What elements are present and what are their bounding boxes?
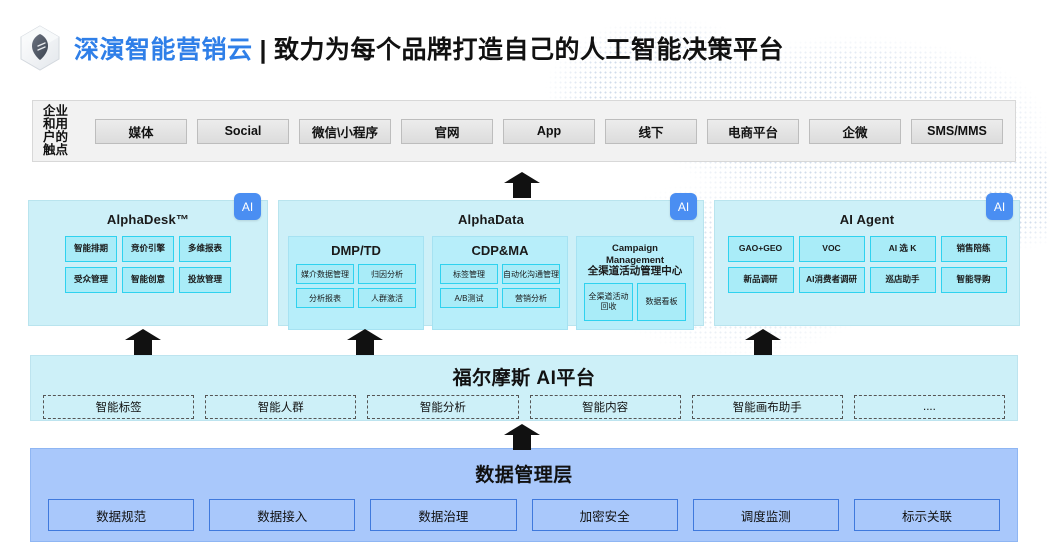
ai-agent-cell[interactable]: 智能导购 bbox=[940, 267, 1007, 293]
subpanel-dmp-td[interactable]: DMP/TD 媒介数据管理 归因分析 分析报表 人群激活 bbox=[288, 236, 424, 330]
subpanel-cdp-ma[interactable]: CDP&MA 标签管理 自动化沟通管理 A/B测试 营销分析 bbox=[432, 236, 568, 330]
campaign-cell-grid: 全渠道活动回收 数据看板 bbox=[584, 282, 686, 321]
touchpoints-list: 媒体 Social 微信\小程序 官网 App 线下 电商平台 企微 SMS/M… bbox=[89, 118, 1015, 144]
data-management-chip[interactable]: 标示关联 bbox=[853, 499, 1001, 531]
holmes-capability-list: 智能标签 智能人群 智能分析 智能内容 智能画布助手 .... bbox=[31, 395, 1017, 419]
touchpoints-label: 企业 和用 户的 触点 bbox=[43, 105, 89, 157]
subpanel-title-campaign: Campaign Management 全渠道活动管理中心 bbox=[584, 243, 686, 278]
ai-agent-cell[interactable]: AI 选 K bbox=[869, 236, 936, 262]
data-management-chip[interactable]: 数据治理 bbox=[370, 499, 517, 531]
alphadesk-cell-grid: 智能排期 竞价引擎 多维报表 受众管理 智能创意 投放管理 bbox=[29, 236, 267, 293]
data-management-title: 数据管理层 bbox=[475, 465, 573, 486]
alphadesk-cell[interactable]: 智能创意 bbox=[122, 267, 174, 293]
ai-agent-cell[interactable]: GAO+GEO bbox=[727, 236, 794, 262]
product-layer: AI AlphaDesk™ 智能排期 竞价引擎 多维报表 受众管理 智能创意 投… bbox=[28, 193, 1020, 330]
holmes-title: 福尔摩斯 AI平台 bbox=[452, 368, 596, 389]
data-management-list: 数据规范 数据接入 数据治理 加密安全 调度监测 标示关联 bbox=[31, 499, 1017, 531]
dmp-cell[interactable]: 人群激活 bbox=[358, 288, 416, 308]
dmp-cell-grid: 媒介数据管理 归因分析 分析报表 人群激活 bbox=[296, 264, 416, 308]
touchpoints-band: 企业 和用 户的 触点 媒体 Social 微信\小程序 官网 App 线下 电… bbox=[32, 100, 1016, 162]
data-management-chip[interactable]: 数据接入 bbox=[209, 499, 356, 531]
up-arrow-icon bbox=[504, 424, 540, 450]
alphadesk-cell[interactable]: 竞价引擎 bbox=[122, 236, 174, 262]
data-management-chip[interactable]: 数据规范 bbox=[48, 499, 195, 531]
up-arrow-icon bbox=[347, 329, 383, 355]
cdp-cell[interactable]: A/B测试 bbox=[440, 288, 498, 308]
panel-title-alphadesk: AlphaDesk™ bbox=[106, 212, 190, 227]
ai-agent-cell-grid: GAO+GEO VOC AI 选 K 销售陪练 新品调研 AI消费者调研 巡店助… bbox=[715, 236, 1019, 293]
cdp-cell[interactable]: 标签管理 bbox=[440, 264, 498, 284]
ai-agent-cell[interactable]: VOC bbox=[798, 236, 865, 262]
subpanel-campaign-management[interactable]: Campaign Management 全渠道活动管理中心 全渠道活动回收 数据… bbox=[576, 236, 694, 330]
data-management-chip[interactable]: 调度监测 bbox=[692, 499, 839, 531]
up-arrow-icon bbox=[745, 329, 781, 355]
up-arrow-icon bbox=[125, 329, 161, 355]
dmp-cell[interactable]: 归因分析 bbox=[358, 264, 416, 284]
touchpoint-chip[interactable]: 官网 bbox=[401, 118, 493, 144]
subpanel-title-dmp: DMP/TD bbox=[331, 243, 381, 258]
campaign-title-en: Campaign Management bbox=[605, 243, 665, 266]
touchpoint-chip[interactable]: 媒体 bbox=[95, 118, 187, 144]
ai-badge: AI bbox=[986, 193, 1013, 220]
brand-title: 深演智能营销云 bbox=[74, 36, 253, 64]
subpanel-title-cdp: CDP&MA bbox=[471, 243, 529, 258]
touchpoint-chip[interactable]: 企微 bbox=[809, 118, 901, 144]
alphadesk-cell[interactable]: 投放管理 bbox=[179, 267, 231, 293]
cdp-cell[interactable]: 营销分析 bbox=[502, 288, 560, 308]
panel-title-alphadata: AlphaData bbox=[457, 212, 525, 227]
campaign-cell[interactable]: 数据看板 bbox=[637, 282, 686, 321]
touchpoint-chip[interactable]: 微信\小程序 bbox=[299, 118, 391, 144]
touchpoints-label-line-3: 户的 bbox=[43, 130, 69, 144]
cdp-cell-grid: 标签管理 自动化沟通管理 A/B测试 营销分析 bbox=[440, 264, 560, 308]
data-management-chip[interactable]: 加密安全 bbox=[531, 499, 678, 531]
holmes-capability-chip[interactable]: 智能分析 bbox=[367, 395, 519, 419]
touchpoints-label-line-2: 和用 bbox=[43, 117, 69, 131]
page-title: 深演智能营销云 | 致力为每个品牌打造自己的人工智能决策平台 bbox=[74, 30, 784, 66]
holmes-ai-platform-layer: 福尔摩斯 AI平台 智能标签 智能人群 智能分析 智能内容 智能画布助手 ...… bbox=[30, 355, 1018, 421]
ai-agent-cell[interactable]: 销售陪练 bbox=[940, 236, 1007, 262]
ai-agent-cell[interactable]: 巡店助手 bbox=[869, 267, 936, 293]
ai-badge: AI bbox=[234, 193, 261, 220]
campaign-title-cn: 全渠道活动管理中心 bbox=[587, 265, 683, 277]
holmes-capability-chip[interactable]: 智能人群 bbox=[205, 395, 357, 419]
panel-alphadesk[interactable]: AI AlphaDesk™ 智能排期 竞价引擎 多维报表 受众管理 智能创意 投… bbox=[28, 193, 268, 326]
up-arrow-icon bbox=[504, 172, 540, 198]
panel-title-ai-agent: AI Agent bbox=[839, 212, 895, 227]
title-separator: | bbox=[259, 36, 268, 64]
page-header: 深演智能营销云 | 致力为每个品牌打造自己的人工智能决策平台 bbox=[18, 24, 784, 72]
ai-agent-cell[interactable]: AI消费者调研 bbox=[798, 267, 865, 293]
alphadesk-cell[interactable]: 多维报表 bbox=[179, 236, 231, 262]
alphadesk-cell[interactable]: 受众管理 bbox=[65, 267, 117, 293]
touchpoints-label-line-1: 企业 bbox=[43, 104, 69, 118]
deepexi-hexagon-logo bbox=[18, 24, 62, 72]
holmes-capability-chip[interactable]: 智能画布助手 bbox=[691, 395, 843, 419]
data-management-layer: 数据管理层 数据规范 数据接入 数据治理 加密安全 调度监测 标示关联 bbox=[30, 448, 1018, 542]
touchpoint-chip[interactable]: 电商平台 bbox=[707, 118, 799, 144]
holmes-capability-chip-more[interactable]: .... bbox=[853, 395, 1006, 419]
touchpoint-chip[interactable]: App bbox=[503, 118, 595, 144]
alphadata-subpanels: DMP/TD 媒介数据管理 归因分析 分析报表 人群激活 CDP&MA 标签管理… bbox=[279, 236, 703, 330]
holmes-capability-chip[interactable]: 智能标签 bbox=[43, 395, 195, 419]
cdp-cell[interactable]: 自动化沟通管理 bbox=[502, 264, 560, 284]
dmp-cell[interactable]: 媒介数据管理 bbox=[296, 264, 354, 284]
ai-agent-cell[interactable]: 新品调研 bbox=[727, 267, 794, 293]
touchpoints-label-line-4: 触点 bbox=[43, 143, 69, 157]
touchpoint-chip[interactable]: Social bbox=[197, 118, 289, 144]
ai-badge: AI bbox=[670, 193, 697, 220]
panel-alphadata[interactable]: AI AlphaData DMP/TD 媒介数据管理 归因分析 分析报表 人群激… bbox=[278, 193, 704, 330]
tagline: 致力为每个品牌打造自己的人工智能决策平台 bbox=[274, 36, 785, 64]
panel-ai-agent[interactable]: AI AI Agent GAO+GEO VOC AI 选 K 销售陪练 新品调研… bbox=[714, 193, 1020, 326]
dmp-cell[interactable]: 分析报表 bbox=[296, 288, 354, 308]
holmes-capability-chip[interactable]: 智能内容 bbox=[529, 395, 681, 419]
touchpoint-chip[interactable]: 线下 bbox=[605, 118, 697, 144]
campaign-cell[interactable]: 全渠道活动回收 bbox=[584, 282, 633, 321]
alphadesk-cell[interactable]: 智能排期 bbox=[65, 236, 117, 262]
touchpoint-chip[interactable]: SMS/MMS bbox=[911, 118, 1003, 144]
